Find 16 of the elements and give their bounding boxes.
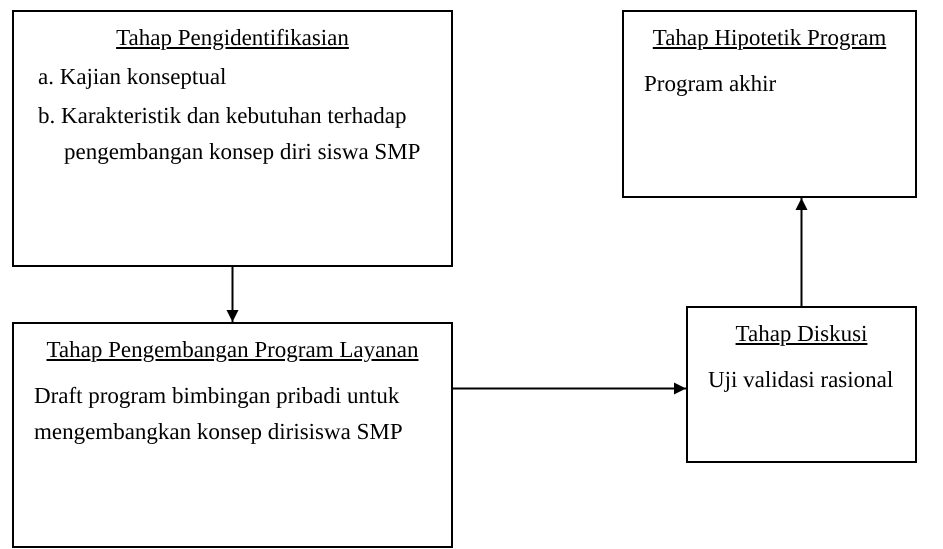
stage-description: Program akhir [643, 70, 778, 98]
stage-box [622, 10, 917, 198]
stage-box [12, 322, 453, 548]
list-item: b. Karakteristik dan kebutuhan terhadap pengembangan konsep diri siswa SMP [37, 102, 422, 166]
stage-heading: Tahap Pengembangan Program Layanan [45, 336, 420, 364]
arrow [453, 382, 686, 394]
stage-description: Draft program bimbingan pribadi untuk mengembangkan konsep dirisiswa SMP [33, 382, 404, 446]
arrow [226, 267, 238, 322]
stage-box [12, 10, 453, 267]
list-item: a. Kajian konseptual [37, 63, 228, 91]
stage-box [686, 306, 917, 463]
stage-heading: Tahap Hipotetik Program [652, 24, 888, 52]
arrow [796, 198, 808, 306]
stage-description: Uji validasi rasional [707, 366, 894, 394]
stage-heading: Tahap Pengidentifikasian [115, 24, 350, 52]
stage-heading: Tahap Diskusi [734, 320, 868, 348]
